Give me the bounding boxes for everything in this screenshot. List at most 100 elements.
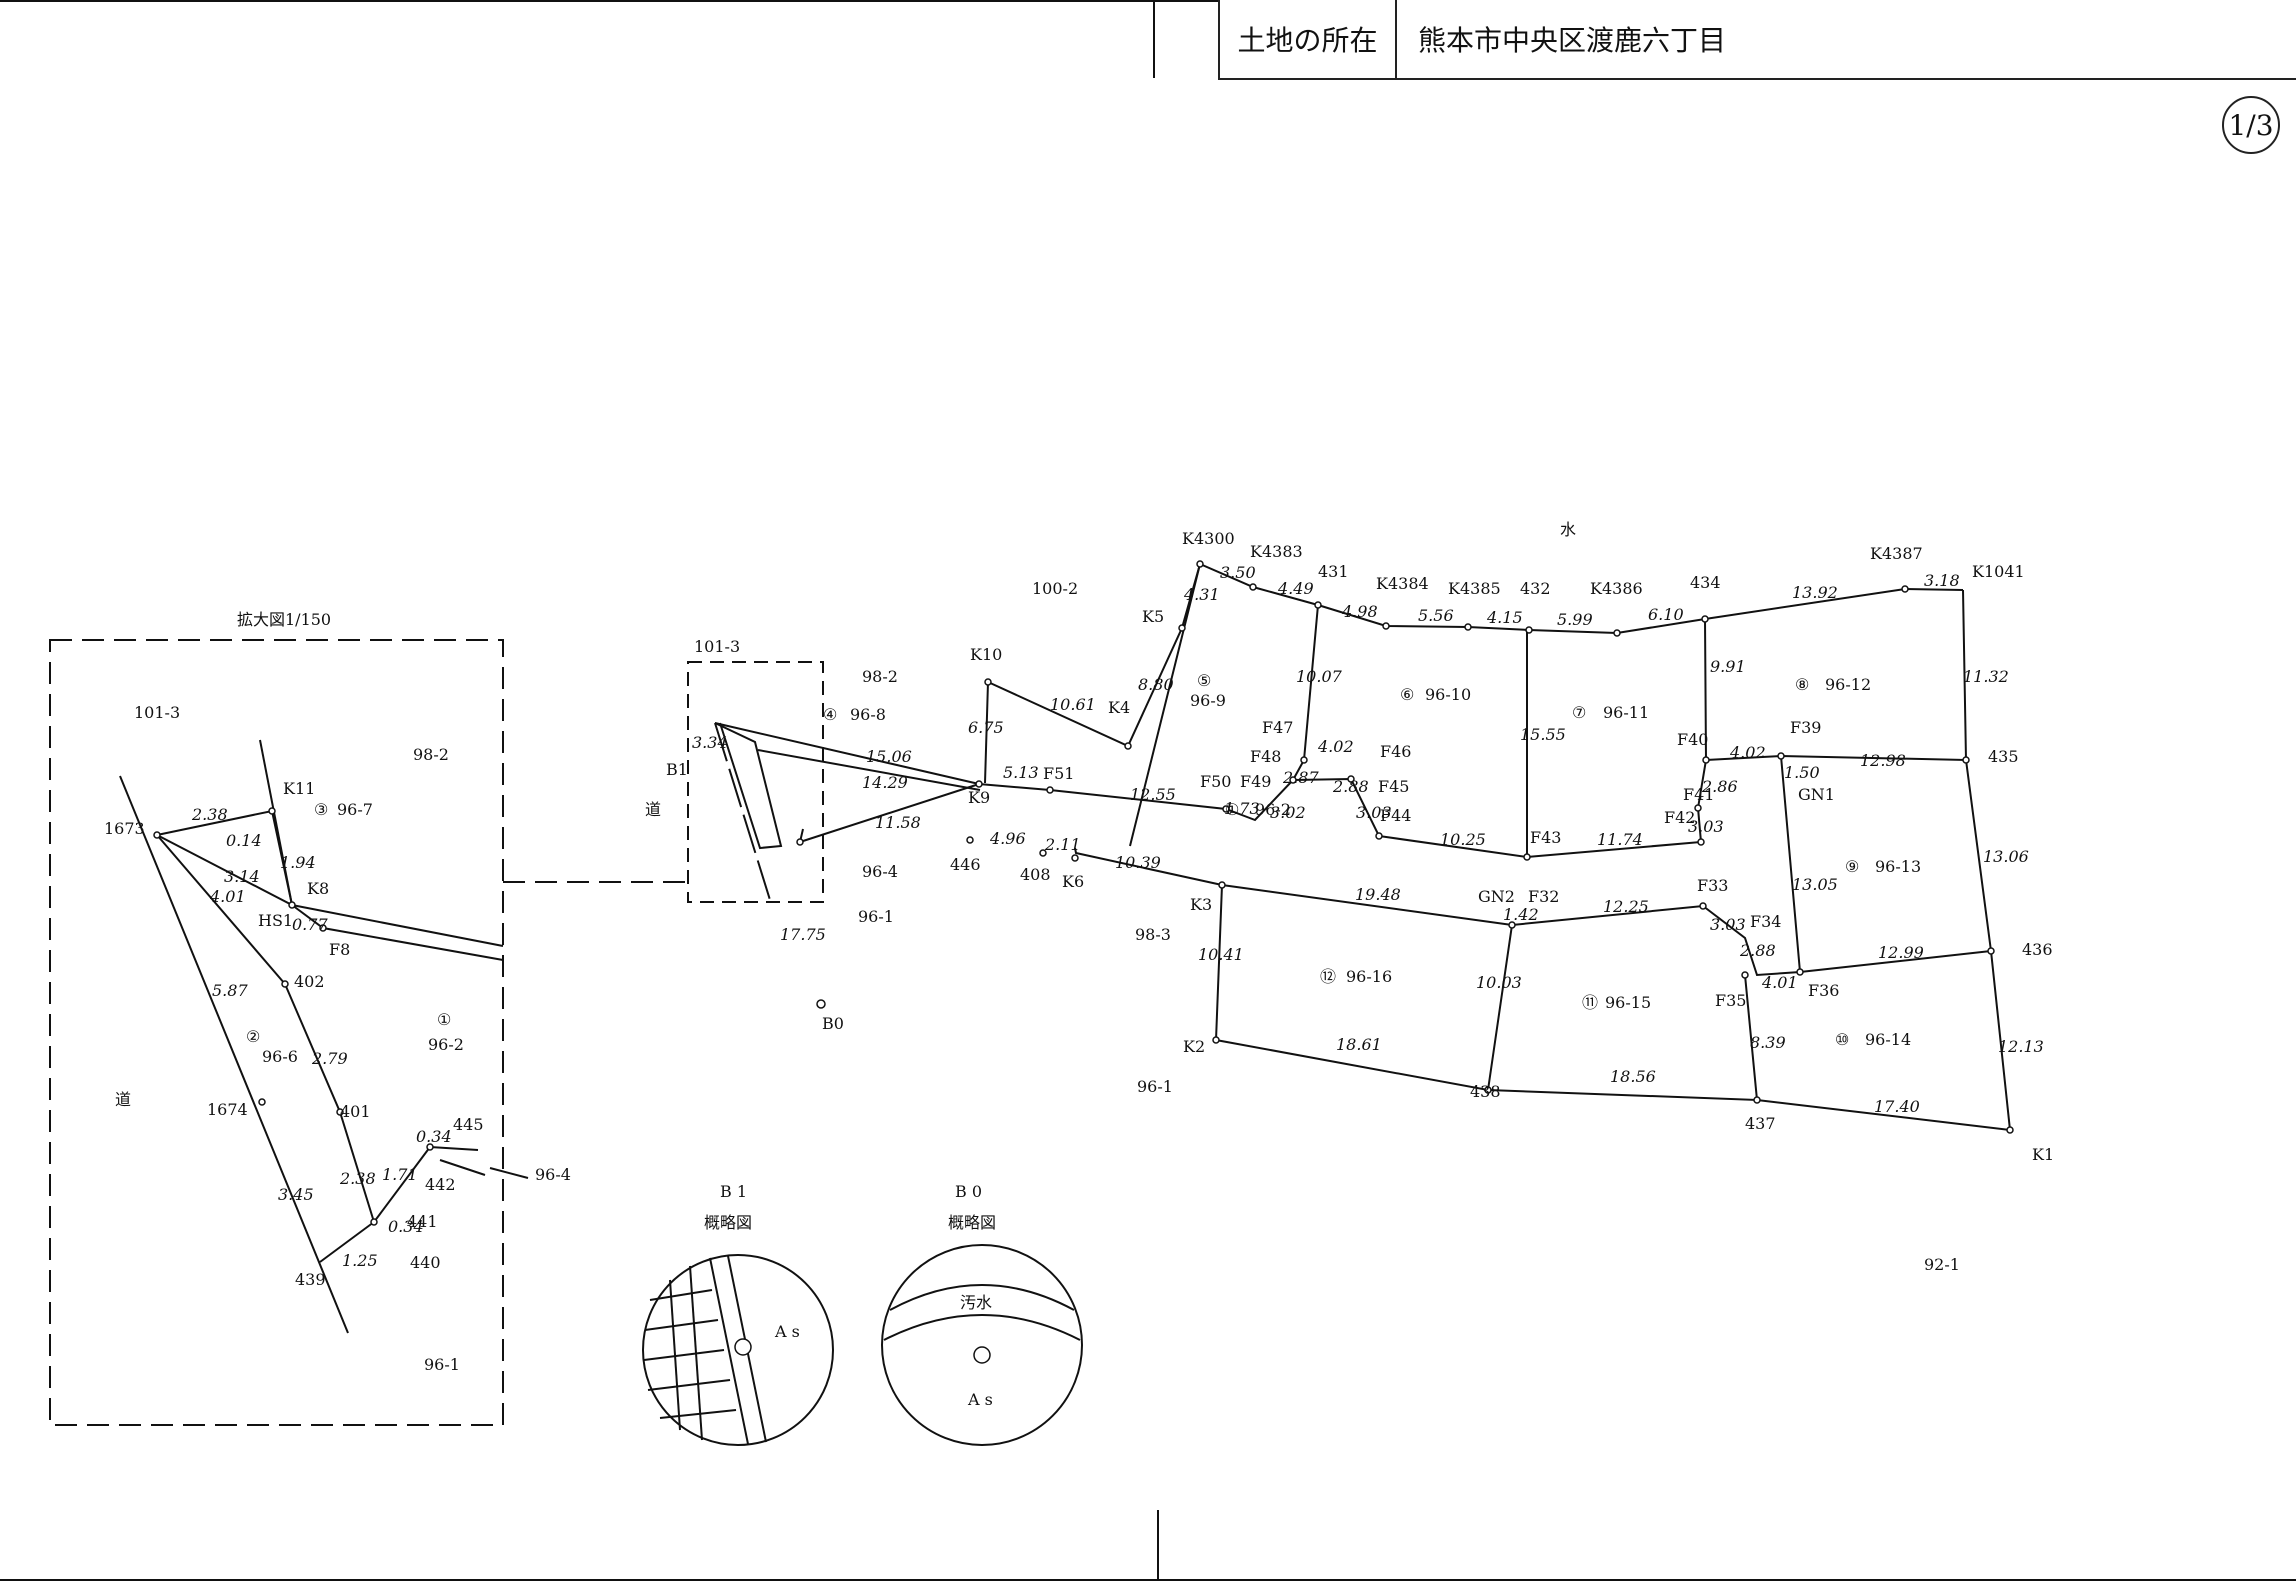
adjacent-lot-100-2: 100-2 (1032, 579, 1078, 598)
point-label: F32 (1528, 887, 1559, 906)
parcel-1-number-enlarged: ① (437, 1010, 451, 1029)
point-label: K4385 (1448, 579, 1501, 598)
distance-label: 1.50 (1784, 763, 1820, 782)
distance-label: 12.25 (1603, 897, 1649, 916)
parcel-8-number: ⑧ (1795, 675, 1809, 694)
point-label: 434 (1690, 573, 1721, 592)
distance-label: 2.86 (1701, 777, 1738, 796)
distance-label: 4.01 (209, 887, 246, 906)
detail-b0-upper: 汚水 (960, 1293, 992, 1312)
distance-label: 18.56 (1610, 1067, 1656, 1086)
distance-label: 2.38 (191, 805, 228, 824)
point-label: 441 (407, 1212, 438, 1231)
point-label: K4300 (1182, 529, 1235, 548)
road-label: 道 (645, 800, 661, 819)
point-label: F33 (1697, 876, 1728, 895)
distance-label: 4.01 (1761, 973, 1798, 992)
distance-label: 5.99 (1557, 610, 1593, 629)
point-label: K6 (1062, 872, 1084, 891)
parcel-12-lot: 96-16 (1346, 967, 1392, 986)
point-label: K10 (970, 645, 1002, 664)
distance-label: 12.99 (1878, 943, 1924, 962)
point-label: K4384 (1376, 574, 1429, 593)
point-label: B0 (822, 1014, 844, 1033)
detail-b1-surface: A s (774, 1322, 800, 1341)
detail-b0: B 0 概略図 汚水 A s (881, 1182, 1083, 1446)
parcel-8-lot: 96-12 (1825, 675, 1871, 694)
distance-label: 3.03 (1688, 817, 1724, 836)
distance-label: 11.32 (1963, 667, 2009, 686)
distance-label: 12.13 (1998, 1037, 2044, 1056)
distance-label: 4.31 (1183, 585, 1220, 604)
distance-label: 10.25 (1440, 830, 1486, 849)
distance-label: 1.25 (342, 1251, 378, 1270)
distance-label: 4.96 (989, 829, 1026, 848)
point-label: F51 (1043, 764, 1074, 783)
point-label: 401 (340, 1102, 371, 1121)
point-label: 442 (425, 1175, 456, 1194)
b0-marker-icon (973, 1346, 991, 1364)
point-label: K4387 (1870, 544, 1923, 563)
distance-label: 13.92 (1792, 583, 1838, 602)
adjacent-lot-96-4-enlarged: 96-4 (535, 1165, 571, 1184)
enlarged-lines (119, 739, 529, 1334)
point-label: F42 (1664, 808, 1695, 827)
detail-b0-circle (881, 1244, 1083, 1446)
road-label-enlarged: 道 (115, 1090, 131, 1109)
parcel-1-lot-enlarged: 96-2 (428, 1035, 464, 1054)
distance-label: 13.06 (1983, 847, 2029, 866)
distance-label: 4.98 (1341, 602, 1378, 621)
point-label: K3 (1190, 895, 1212, 914)
parcel-2-number: ② (246, 1027, 260, 1046)
parcel-1-number: ① (1225, 800, 1239, 819)
parcel-6-lot: 96-10 (1425, 685, 1471, 704)
point-label: K4386 (1590, 579, 1643, 598)
parcel-1-lot: 96-2 (1255, 800, 1291, 819)
distance-label: 1.71 (382, 1165, 418, 1184)
detail-b0-surface: A s (967, 1390, 993, 1409)
distance-label: 14.29 (862, 773, 908, 792)
distance-label: 15.55 (1520, 725, 1566, 744)
distance-label: 19.48 (1355, 885, 1401, 904)
point-label: B1 (666, 760, 688, 779)
distance-label: 5.87 (212, 981, 248, 1000)
adjacent-lot-96-4: 96-4 (862, 862, 898, 881)
distance-label: 2.11 (1044, 835, 1081, 854)
point-label: F43 (1530, 828, 1561, 847)
point-label: K4 (1108, 698, 1130, 717)
distance-label: 6.10 (1648, 605, 1684, 624)
point-label: F50 (1200, 772, 1231, 791)
distance-label: 18.61 (1336, 1035, 1382, 1054)
point-label: 438 (1470, 1082, 1501, 1101)
distance-label: 4.02 (1317, 737, 1354, 756)
distance-label: 10.03 (1476, 973, 1522, 992)
parcel-2-lot: 96-6 (262, 1047, 298, 1066)
point-label: F36 (1808, 981, 1839, 1000)
parcel-6-number: ⑥ (1400, 685, 1414, 704)
parcel-10-lot: 96-14 (1865, 1030, 1911, 1049)
parcel-5-number: ⑤ (1197, 671, 1211, 690)
point-label: K1 (2032, 1145, 2054, 1164)
distance-label: 13.05 (1792, 875, 1838, 894)
distance-label: 17.40 (1874, 1097, 1920, 1116)
point-label: 402 (294, 972, 325, 991)
point-label: F44 (1380, 806, 1411, 825)
point-label: 432 (1520, 579, 1551, 598)
point-label: 440 (410, 1253, 441, 1272)
distance-label: 10.07 (1296, 667, 1343, 686)
distance-label: 9.91 (1710, 657, 1746, 676)
distance-label: 10.39 (1115, 853, 1161, 872)
adjacent-lot-98-3: 98-3 (1135, 925, 1171, 944)
point-label: GN1 (1798, 785, 1835, 804)
adjacent-lot-96-1: 96-1 (858, 907, 894, 926)
adjacent-lot-96-1-south: 96-1 (1137, 1077, 1173, 1096)
point-label: F47 (1262, 718, 1293, 737)
distance-label: 0.34 (388, 1217, 424, 1236)
distance-label: 6.75 (968, 718, 1004, 737)
distance-label: 11.74 (1597, 830, 1643, 849)
point-label: 435 (1988, 747, 2019, 766)
adjacent-lot-96-1-enlarged: 96-1 (424, 1355, 460, 1374)
location-label: 土地の所在 (1220, 0, 1397, 78)
point-label: F48 (1250, 747, 1281, 766)
